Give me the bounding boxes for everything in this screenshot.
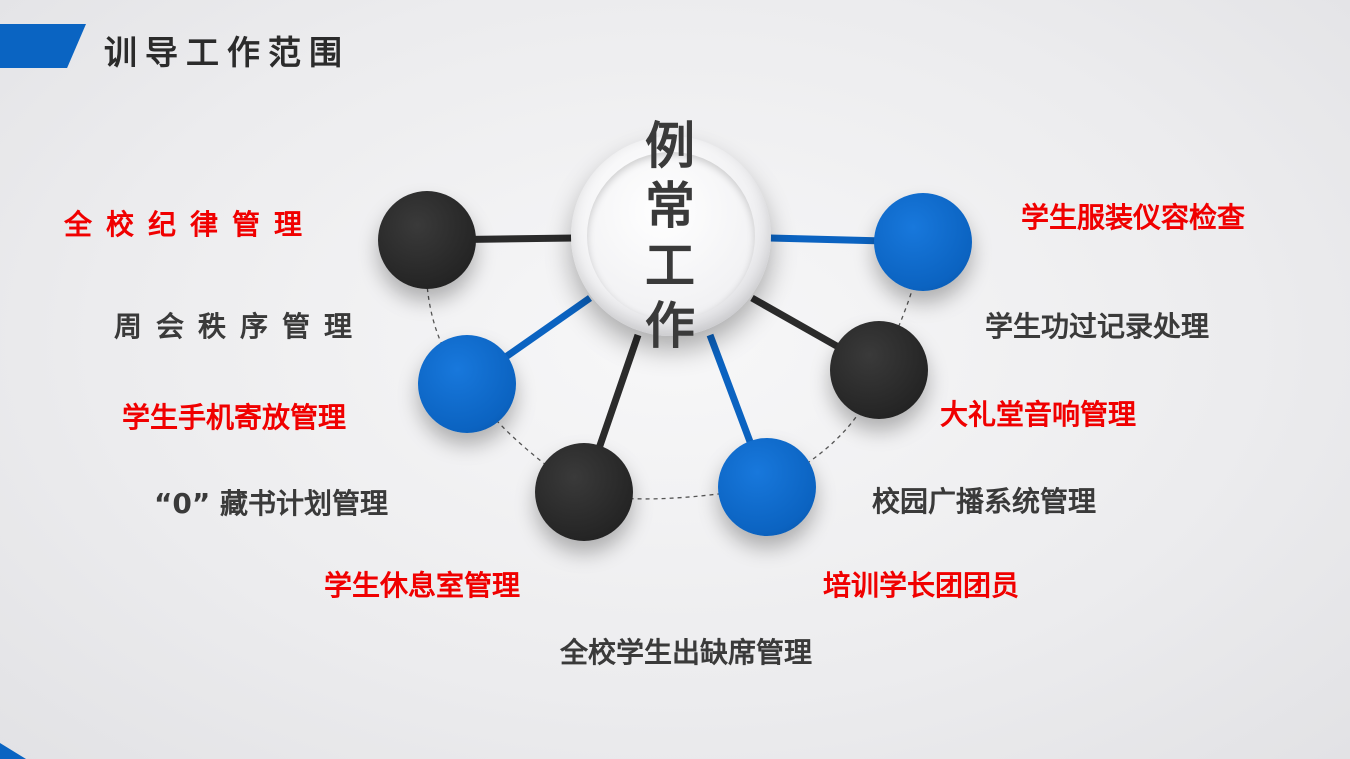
label-auditorium-audio: 大礼堂音响管理 xyxy=(940,398,1137,431)
label-merit-records: 学生功过记录处理 xyxy=(985,310,1210,343)
node-6 xyxy=(874,193,972,291)
label-attendance: 全校学生出缺席管理 xyxy=(560,636,813,669)
label-dress-inspection: 学生服装仪容检查 xyxy=(1021,201,1246,234)
center-hub: 例常工作 xyxy=(571,117,771,355)
slide-title: 训导工作范围 xyxy=(104,33,350,72)
label-phone-storage: 学生手机寄放管理 xyxy=(122,401,347,434)
label-weekly-assembly: 周会秩序管理 xyxy=(114,310,367,343)
center-hub-face: 例常工作 xyxy=(587,117,755,355)
label-broadcast-system: 校园广播系统管理 xyxy=(872,485,1097,518)
label-book-plan: “0” 藏书计划管理 xyxy=(154,487,389,520)
label-rest-room: 学生休息室管理 xyxy=(324,569,521,602)
node-5 xyxy=(830,321,928,419)
node-4 xyxy=(718,438,816,536)
node-2 xyxy=(418,335,516,433)
node-3 xyxy=(535,443,633,541)
label-discipline: 全校纪律管理 xyxy=(64,208,317,241)
center-hub-label: 例常工作 xyxy=(645,117,715,355)
node-1 xyxy=(378,191,476,289)
label-prefect-training: 培训学长团团员 xyxy=(823,569,1020,602)
